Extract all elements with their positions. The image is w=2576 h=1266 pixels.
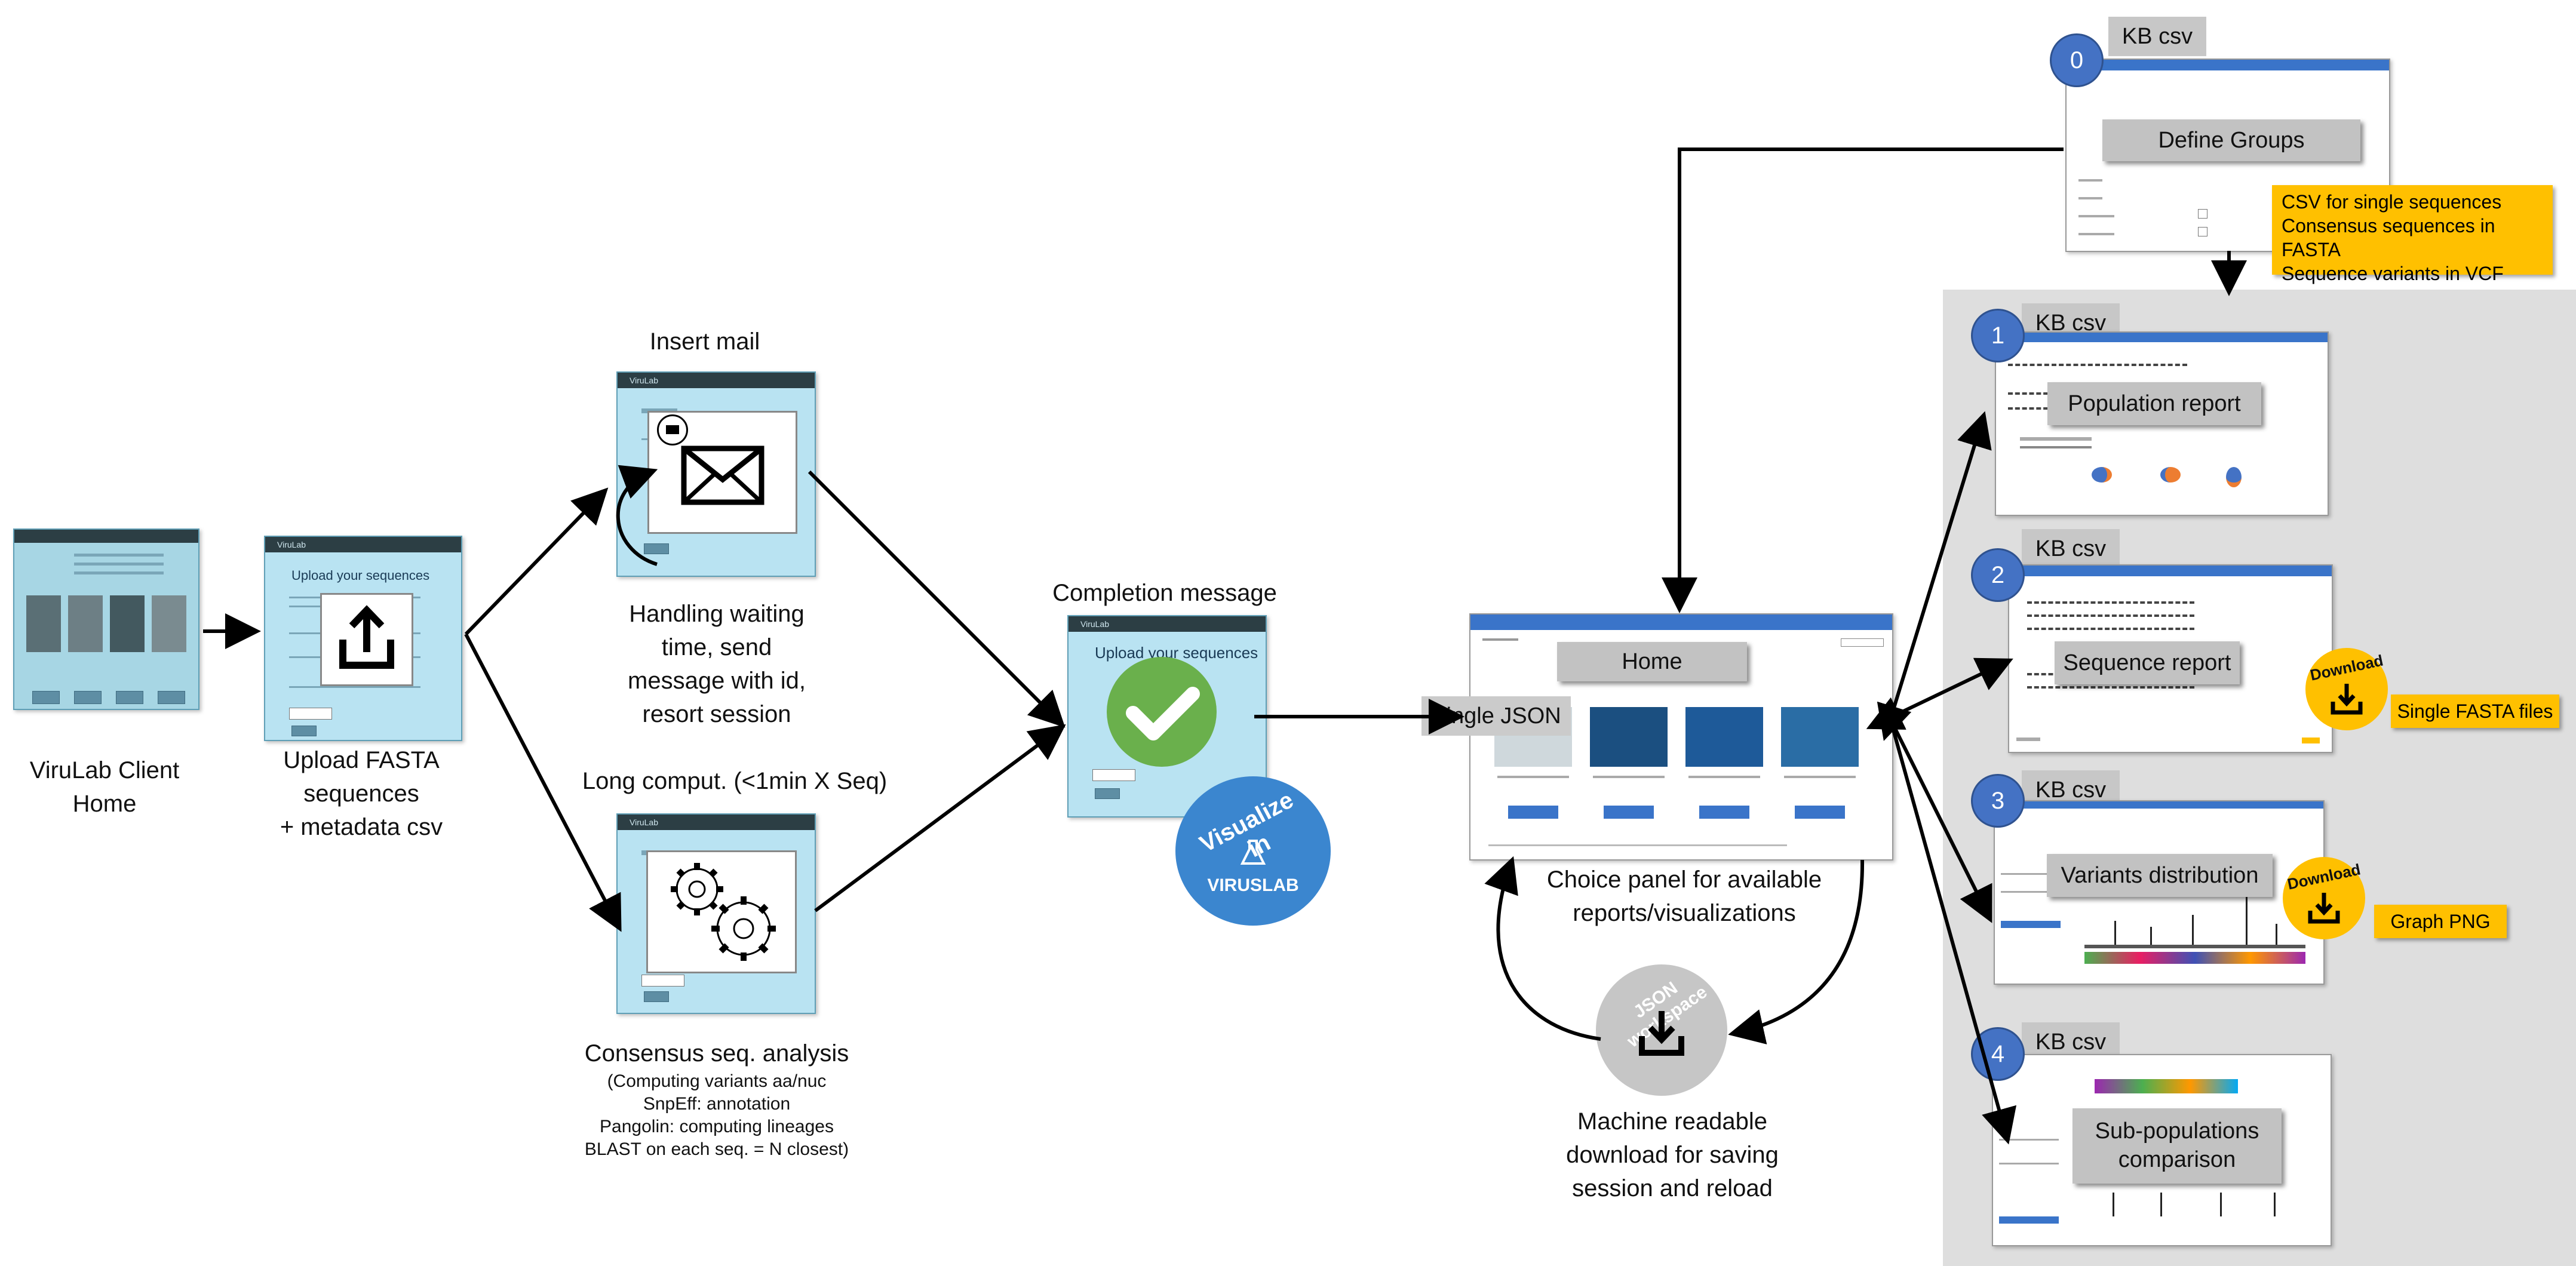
upload-title: Upload your sequences <box>291 568 430 583</box>
app-bar: ViruLab <box>265 537 461 552</box>
download-icon <box>1635 1006 1688 1060</box>
flask-icon <box>1239 838 1267 867</box>
sub-populations-label: Sub-populations comparison <box>2073 1108 2282 1184</box>
single-fasta-label: Single FASTA files <box>2391 695 2559 728</box>
report-2-kb-label: KB csv <box>2022 529 2120 569</box>
download-png-badge: Download <box>2283 857 2365 939</box>
checkmark-icon <box>1102 652 1221 772</box>
outputs-box: CSV for single sequences Consensus seque… <box>2272 185 2553 284</box>
completion-caption: Completion message <box>1052 580 1277 606</box>
download-fasta-icon <box>2329 681 2364 716</box>
client-home-screenshot <box>13 528 199 710</box>
json-workspace-badge: JSON workspace <box>1596 964 1727 1096</box>
machine-readable-caption: Machine readable download for saving ses… <box>1566 1108 1779 1202</box>
population-report-label: Population report <box>2047 382 2261 425</box>
download-fasta-badge: Download <box>2305 648 2388 730</box>
upload-caption: Upload FASTA sequences + metadata csv <box>280 747 443 840</box>
insert-mail-screenshot: ViruLab <box>616 371 816 577</box>
gears-icon <box>646 850 797 973</box>
computation-screenshot: ViruLab <box>616 813 816 1014</box>
upload-icon <box>320 593 413 686</box>
step-3-badge: 3 <box>1971 774 2025 828</box>
variants-distribution-label: Variants distribution <box>2047 854 2273 897</box>
consensus-details: (Computing variants aa/nuc SnpEff: annot… <box>584 1071 849 1159</box>
step-0-badge: 0 <box>2050 33 2104 87</box>
consensus-caption: Consensus seq. analysis <box>584 1040 849 1067</box>
step-1-badge: 1 <box>1971 309 2025 362</box>
visualize-badge: Visualize in VIRUSLAB <box>1175 776 1331 926</box>
insert-mail-caption: Insert mail <box>649 328 760 355</box>
client-home-caption: ViruLab Client Home <box>29 757 180 817</box>
waiting-caption: Handling waiting time, send message with… <box>628 601 806 727</box>
download-png-icon <box>2307 890 2341 925</box>
envelope-badge-icon <box>657 414 688 445</box>
choice-panel-caption: Choice panel for available reports/visua… <box>1546 866 1822 926</box>
graph-png-label: Graph PNG <box>2374 905 2507 938</box>
sequence-report-label: Sequence report <box>2055 641 2240 684</box>
groups-kb-label: KB csv <box>2108 17 2206 56</box>
home-label: Home <box>1557 642 1747 681</box>
upload-screenshot: ViruLab Upload your sequences <box>264 536 462 741</box>
define-groups-label: Define Groups <box>2102 119 2360 161</box>
long-computation-caption: Long comput. (<1min X Seq) <box>582 768 888 794</box>
